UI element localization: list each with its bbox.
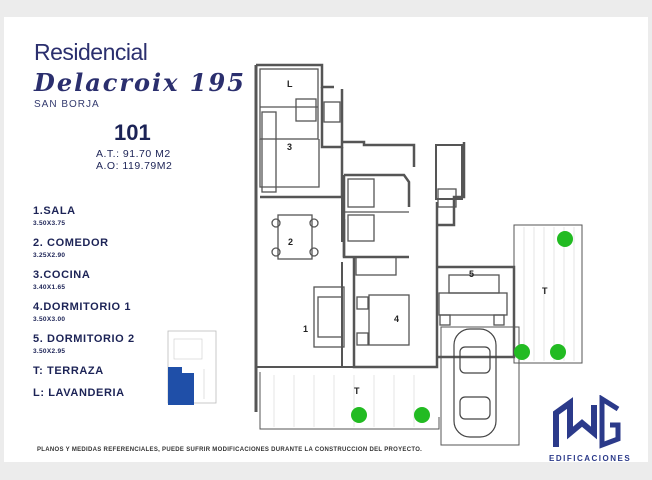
logo-subtitle: EDIFICACIONES [549, 454, 632, 463]
plan-label-sala: 1 [303, 324, 308, 334]
room-dims: 3.25X2.90 [33, 252, 66, 259]
tree-icon [514, 344, 530, 360]
plan-label-terraza-right: T [542, 286, 548, 296]
room-dims: 3.40X1.65 [33, 284, 66, 291]
brand-header: Residencial Delacroix 195 SAN BORJA [34, 39, 246, 110]
plan-label-lavanderia: L [287, 79, 293, 89]
location-key-plan [167, 330, 217, 405]
plan-label-dormitorio-2: 5 [469, 269, 474, 279]
room-dims: 3.50X2.95 [33, 348, 66, 355]
unit-number: 101 [114, 120, 151, 145]
brand-project-name: Delacroix 195 [34, 68, 246, 97]
brand-district: SAN BORJA [34, 99, 100, 110]
tree-icon [351, 407, 367, 423]
room-label: 5. DORMITORIO 2 [33, 333, 135, 345]
room-dims: 3.50X3.00 [33, 316, 66, 323]
parked-car-icon [453, 328, 497, 438]
room-label: 4.DORMITORIO 1 [33, 301, 132, 313]
room-item: 3.COCINA 3.40X1.65 [33, 269, 135, 291]
room-label: 2. COMEDOR [33, 237, 109, 249]
unit-number-block: 101 [114, 120, 151, 146]
area-ocupada: A.O: 119.79M2 [96, 160, 173, 172]
tree-icon [557, 231, 573, 247]
plan-label-cocina: 3 [287, 142, 292, 152]
room-item: 2. COMEDOR 3.25X2.90 [33, 237, 135, 259]
unit-location-highlight [168, 367, 194, 405]
brand-title: Residencial [34, 39, 148, 65]
tree-icon [414, 407, 430, 423]
legend-lavanderia: L: LAVANDERIA [33, 387, 125, 399]
room-list: 1.SALA 3.50X3.75 2. COMEDOR 3.25X2.90 3.… [33, 205, 135, 399]
room-item: 4.DORMITORIO 1 3.50X3.00 [33, 301, 135, 323]
room-label: 1.SALA [33, 205, 76, 217]
plan-sheet: Residencial Delacroix 195 SAN BORJA 101 … [4, 17, 648, 463]
unit-areas: A.T.: 91.70 M2 A.O: 119.79M2 [96, 148, 172, 172]
plan-label-terraza-bottom: T [354, 386, 360, 396]
tree-icon [550, 344, 566, 360]
room-label: 3.COCINA [33, 269, 91, 281]
room-item: 1.SALA 3.50X3.75 [33, 205, 135, 227]
plan-label-comedor: 2 [288, 237, 293, 247]
plan-label-dormitorio-1: 4 [394, 314, 399, 324]
mg-logo-icon [553, 395, 621, 449]
footer-disclaimer: PLANOS Y MEDIDAS REFERENCIALES, PUEDE SU… [37, 447, 423, 453]
room-item: 5. DORMITORIO 2 3.50X2.95 [33, 333, 135, 355]
legend-terraza: T: TERRAZA [33, 365, 104, 377]
room-dims: 3.50X3.75 [33, 220, 66, 227]
area-techada: A.T.: 91.70 M2 [96, 148, 171, 160]
floor-plan: L 3 2 1 4 5 T T [254, 63, 583, 446]
